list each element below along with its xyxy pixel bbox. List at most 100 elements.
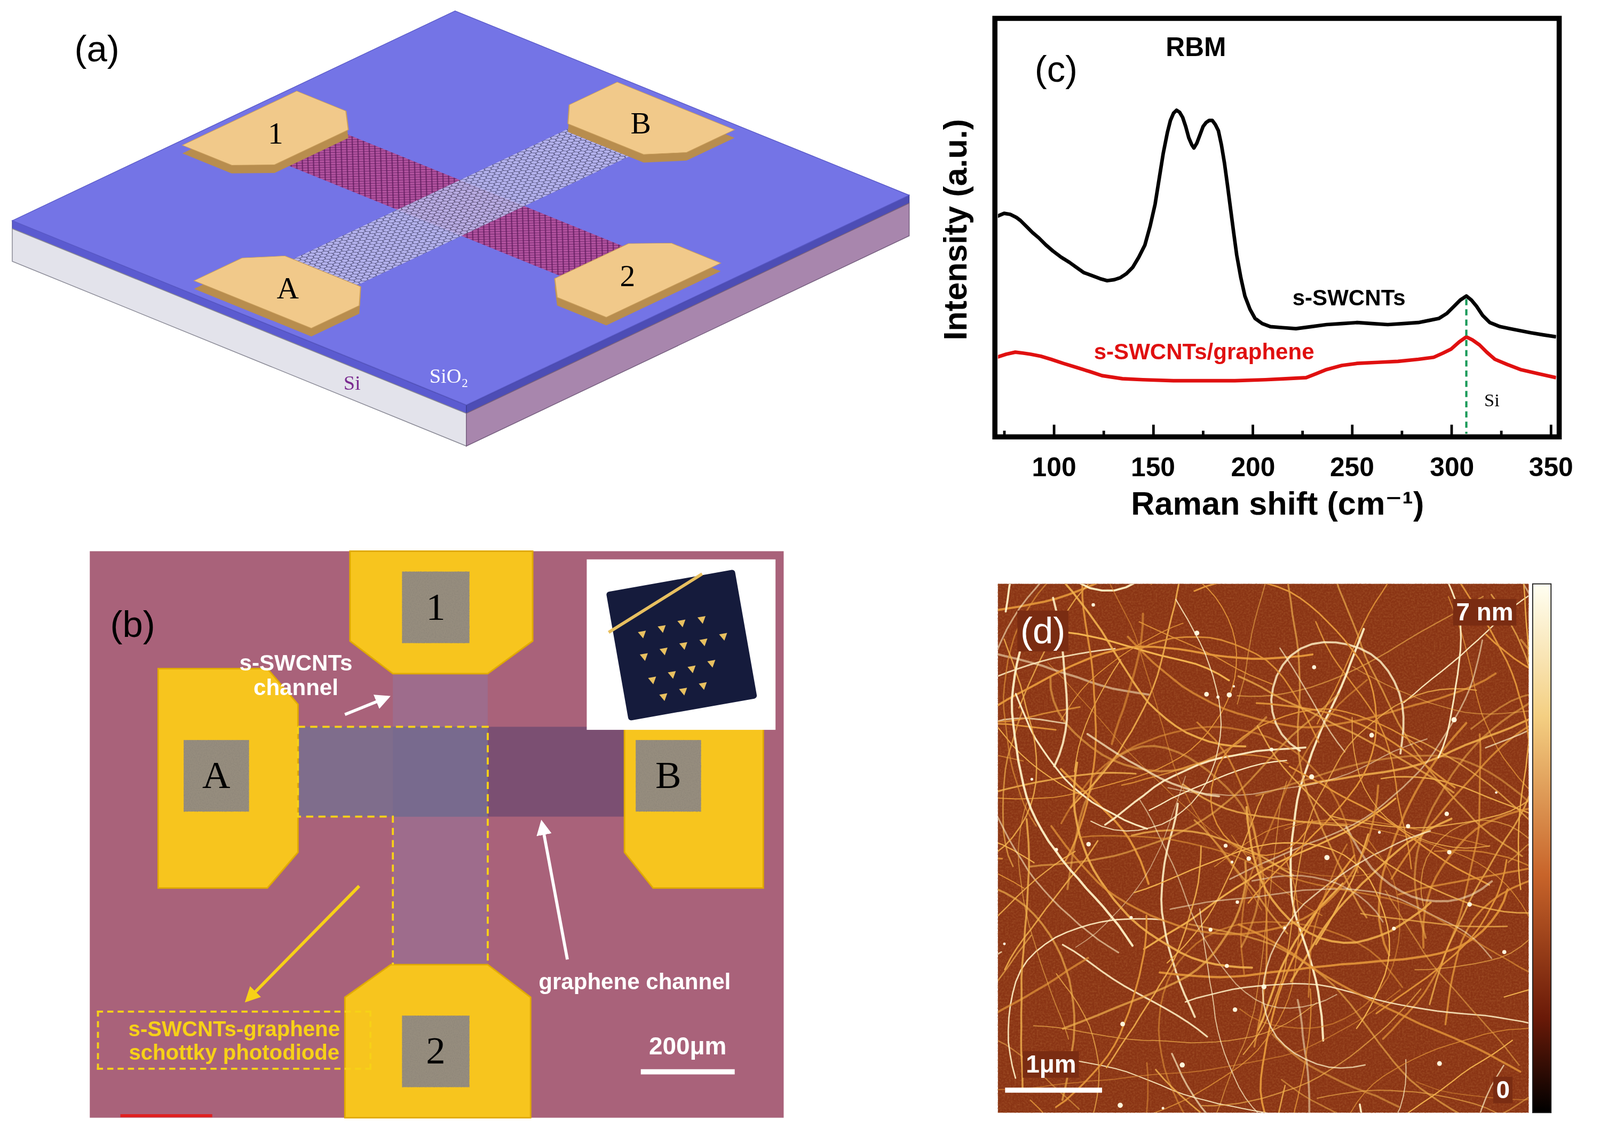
tick-label: 100 [1032, 452, 1077, 482]
nanotube-strand [1308, 844, 1348, 997]
colorbar-label: 0 [1493, 1076, 1514, 1104]
particle-dot [1232, 684, 1236, 688]
region-label: s-SWCNTs channel [224, 650, 368, 700]
particle-dot [1216, 695, 1220, 699]
chip-pad [677, 619, 687, 629]
nanotube-strand [1042, 1056, 1504, 1113]
nanotube-strand [1051, 785, 1378, 934]
layer-label: SiO₂ [429, 364, 469, 387]
chip-pad [637, 630, 647, 639]
chip-pad [699, 638, 709, 647]
nanotube-strand [1376, 859, 1507, 1014]
particle-dot [1261, 984, 1267, 989]
plot-area [997, 109, 1557, 381]
nanotube-strand [997, 989, 1401, 1090]
nanotube-strand [1256, 702, 1455, 788]
node-text: s-SWCNTs-graphene schottky photodiode [106, 1016, 362, 1064]
contact-pad: 2 [615, 258, 640, 293]
particle-dot [1002, 942, 1006, 946]
nanotube-strand [1244, 1104, 1365, 1113]
device-schematic [12, 11, 910, 447]
scale-bar [1004, 1087, 1103, 1093]
node-text: 1 [267, 115, 284, 150]
gold-pad [344, 964, 531, 1118]
nanotube-strand [1030, 1099, 1190, 1113]
contact-pad: A [272, 271, 304, 305]
node-text: 2 [425, 1029, 446, 1073]
nanotube-strand [1414, 665, 1530, 938]
chip-pad [697, 615, 707, 625]
particle-dot [1451, 716, 1457, 723]
node-text: A [276, 271, 299, 305]
nanotube-strand [1020, 818, 1029, 1088]
nanotube-strand [1015, 693, 1147, 829]
nanotube-strand [1056, 915, 1147, 1107]
chip-pad [659, 693, 669, 702]
swcnt-channel [392, 673, 488, 965]
node-text: 2 [620, 258, 636, 293]
nanotube-strand [997, 583, 1082, 795]
particle-dot [1120, 1021, 1126, 1027]
nanotube-strand [997, 662, 1003, 859]
nanotube-strand [1111, 613, 1143, 744]
nanotube-strand [1352, 666, 1529, 715]
chip-pad [718, 632, 728, 642]
nanotube-strand [1090, 599, 1222, 831]
probe-contact-texture [635, 739, 701, 812]
particle-dot [1494, 790, 1498, 794]
chip-pad [657, 624, 667, 634]
particle-dot [1467, 901, 1472, 907]
color-bar [1532, 583, 1551, 1113]
nanotube-strand [1243, 688, 1477, 1055]
raman-chart [994, 18, 1559, 437]
nanotube-strand [1279, 647, 1345, 752]
nanotube-strand [1102, 583, 1262, 910]
nanotube-strand [1106, 845, 1201, 1068]
nanotube-strand [1352, 716, 1491, 848]
gold-pad [182, 91, 369, 175]
contact-pad: B [626, 105, 656, 140]
scale-bar-label: 200μm [648, 1032, 727, 1060]
panel-letter: (c) [1034, 49, 1078, 90]
particle-dot [1309, 773, 1314, 779]
particle-dot [1269, 747, 1274, 751]
particle-dot [1246, 856, 1251, 861]
nanotube-strand [1201, 988, 1422, 1106]
panel-letter: (d) [1017, 610, 1069, 652]
nanotube-strand [1079, 835, 1529, 972]
gold-pad [534, 233, 721, 318]
chip-pad [707, 659, 717, 669]
nanotube-strand [1257, 725, 1529, 913]
particle-dot [1226, 692, 1233, 698]
dashed-region [297, 726, 488, 964]
particle-dot [1129, 915, 1133, 920]
axis-title: Intensity (a.u.) [938, 119, 974, 341]
nanotube-strand [1385, 890, 1519, 1065]
contact-pad: 2 [422, 1029, 450, 1073]
nanotube-strand [997, 638, 1037, 890]
probe-contact-texture [401, 1015, 470, 1087]
particle-dot [1311, 664, 1317, 670]
particle-dot [1232, 1007, 1238, 1012]
nanotube-strand [1434, 850, 1529, 1048]
particle-dot [1224, 963, 1229, 968]
nanotube-strand [1003, 583, 1217, 827]
nanotube-strand [1194, 583, 1377, 904]
chip-pad [647, 676, 657, 685]
nanotube-strand [1005, 583, 1164, 612]
particle-dot [1208, 927, 1213, 932]
nanotube-strand [1139, 800, 1337, 1008]
probe-contact [635, 739, 701, 812]
node-text: 1 [425, 585, 446, 629]
particle-dot [1194, 630, 1200, 636]
nanotube-strand [1185, 983, 1529, 1025]
probe-contact [401, 571, 470, 644]
nanotube-strand [1381, 776, 1529, 815]
series-label: s-SWCNTs [1292, 285, 1406, 311]
scale-bar-label: 1μm [1022, 1050, 1080, 1078]
nanotube-network [997, 583, 1529, 1113]
nanotube-strand [1256, 755, 1529, 980]
chip-pad [678, 687, 688, 696]
